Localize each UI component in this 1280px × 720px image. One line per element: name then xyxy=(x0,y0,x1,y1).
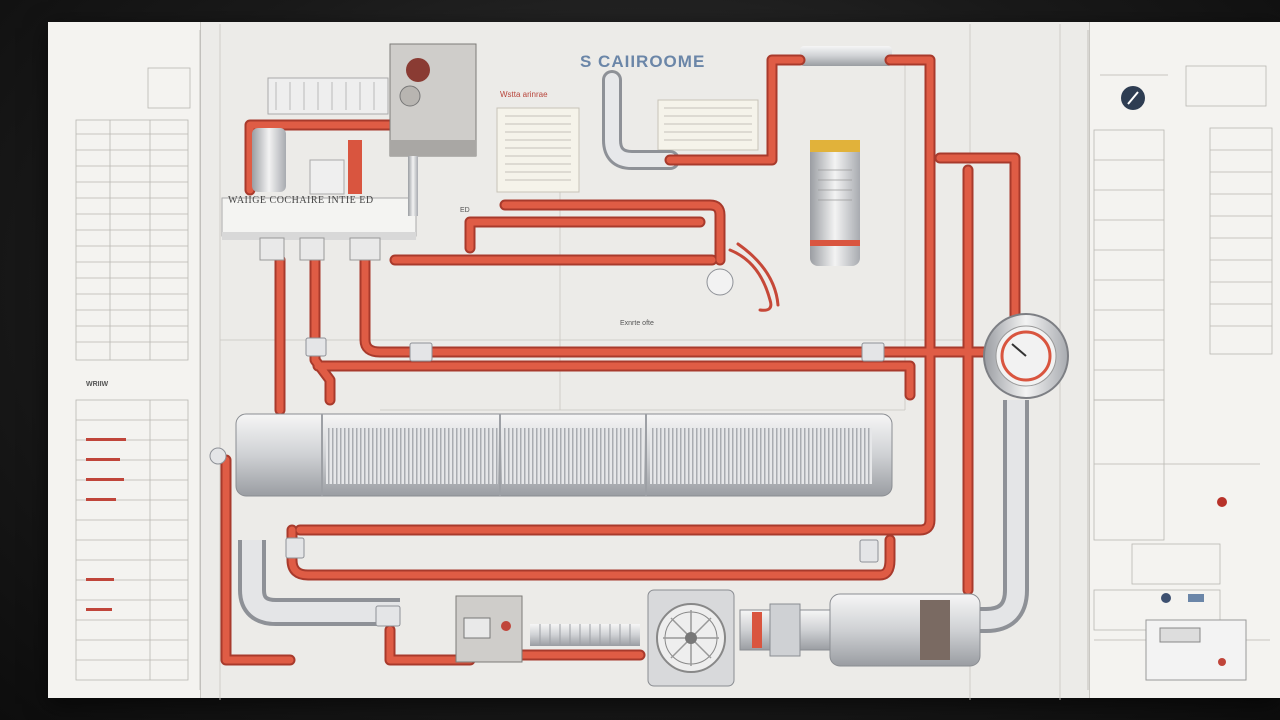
valve-box xyxy=(389,43,477,216)
cylinder-tank xyxy=(810,140,860,266)
pressure-gauge-icon xyxy=(983,313,1069,399)
note-id: ED xyxy=(460,207,470,214)
silver-duct-bottom-left xyxy=(238,540,400,626)
indicator-dots xyxy=(1161,497,1227,603)
unit-label: WAIIGE COCHAIRE INTIE ED xyxy=(228,195,374,206)
fan-icon xyxy=(647,589,735,687)
gauge-icon-small xyxy=(1121,86,1145,110)
right-spec-panel xyxy=(1089,22,1280,698)
motor-unit xyxy=(739,593,981,667)
electrical-box xyxy=(455,595,523,663)
left-spec-table xyxy=(75,30,201,690)
note-red: Wstta arinrae xyxy=(500,90,548,99)
left-table-marks xyxy=(86,438,126,611)
top-duct-segment xyxy=(800,46,892,66)
spec-sheet-center xyxy=(267,77,759,193)
left-panel-heading: WRIIW xyxy=(86,381,109,388)
diagram-title: S CAIIROOME xyxy=(580,52,706,71)
air-handler-unit xyxy=(235,413,893,497)
silver-duct-right xyxy=(960,400,1029,633)
flex-duct xyxy=(530,624,640,646)
silver-duct-top xyxy=(602,70,680,170)
pipe-fittings xyxy=(209,268,885,627)
control-unit xyxy=(221,128,417,261)
thermostat-box xyxy=(1145,619,1247,681)
note-small: Exnrte ofte xyxy=(620,320,654,327)
right-spec-table xyxy=(1087,30,1273,690)
